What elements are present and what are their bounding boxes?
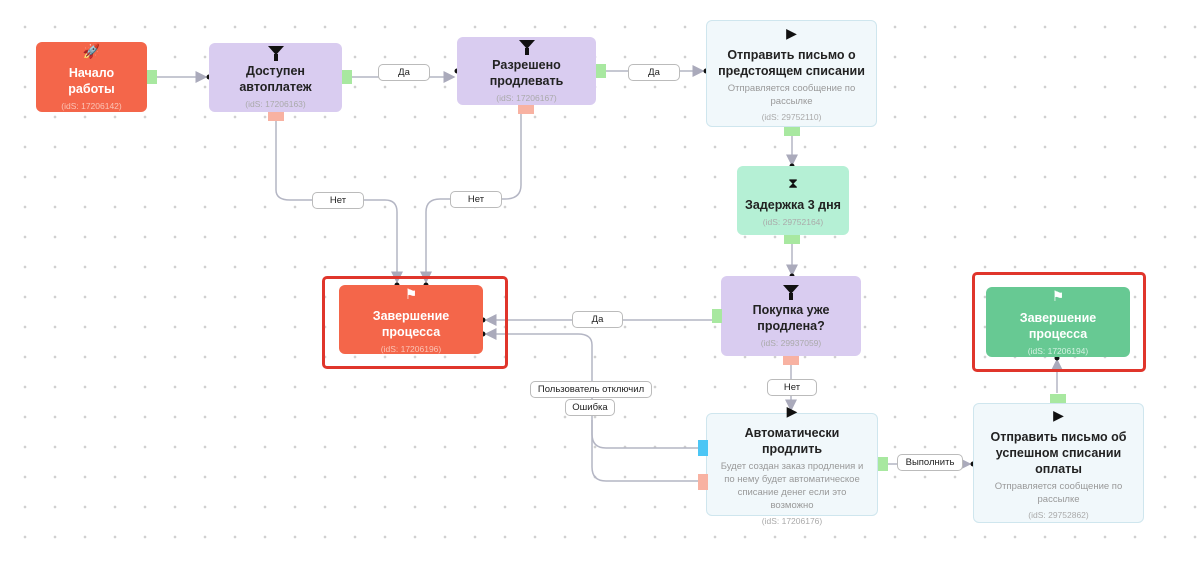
node-title: Доступен автоплатеж bbox=[239, 64, 312, 94]
node-description: Отправляется сообщение по рассылке bbox=[727, 83, 856, 107]
edge-label-yes[interactable]: Да bbox=[628, 64, 680, 81]
output-port[interactable] bbox=[1050, 394, 1066, 403]
node-title: Начало работы bbox=[68, 66, 115, 96]
node-email-upcoming[interactable]: ▶ Отправить письмо о предстоящем списани… bbox=[706, 20, 877, 127]
node-title: Завершение процесса bbox=[1019, 311, 1097, 341]
flag-icon: ⚑ bbox=[1051, 288, 1065, 304]
node-title: Завершение процесса bbox=[372, 308, 450, 339]
disabled-port[interactable] bbox=[698, 440, 708, 456]
edge-label-execute[interactable]: Выполнить bbox=[897, 454, 963, 471]
highlight-frame bbox=[972, 272, 1146, 372]
node-autopay-filter[interactable]: Доступен автоплатеж (idS: 17206163) bbox=[209, 43, 342, 112]
node-finish-success[interactable]: ⚑ Завершение процесса (idS: 17206194) bbox=[986, 287, 1130, 357]
no-port[interactable] bbox=[518, 105, 534, 114]
node-id: (idS: 17206142) bbox=[61, 101, 122, 111]
output-port[interactable] bbox=[784, 127, 800, 136]
node-id: (idS: 17206196) bbox=[380, 343, 442, 354]
node-id: (idS: 17206194) bbox=[1027, 346, 1089, 356]
filter-icon bbox=[267, 46, 284, 61]
node-title: Задержка 3 дня bbox=[745, 197, 841, 212]
node-id: (idS: 17206163) bbox=[245, 99, 306, 109]
hourglass-icon: ⧗ bbox=[788, 174, 798, 191]
node-allowed-filter[interactable]: Разрешено продлевать (idS: 17206167) bbox=[457, 37, 596, 105]
node-title: Отправить письмо о предстоящем списании bbox=[718, 48, 865, 78]
no-port[interactable] bbox=[783, 356, 799, 365]
edge-label-yes[interactable]: Да bbox=[378, 64, 430, 81]
node-auto-renew[interactable]: ▶ Автоматически продлить Будет создан за… bbox=[706, 403, 878, 526]
yes-port[interactable] bbox=[712, 309, 722, 323]
edge-label-no[interactable]: Нет bbox=[312, 192, 364, 209]
node-description: Отправляется сообщение по рассылке bbox=[994, 480, 1123, 505]
node-title: Отправить письмо об успешном списании оп… bbox=[990, 429, 1127, 476]
execute-port[interactable] bbox=[878, 457, 888, 471]
node-email-success[interactable]: ▶ Отправить письмо об успешном списании … bbox=[973, 403, 1144, 523]
edge-label-no[interactable]: Нет bbox=[767, 379, 817, 396]
output-port[interactable] bbox=[147, 70, 157, 84]
node-renewed-filter[interactable]: Покупка уже продлена? (idS: 29937059) bbox=[721, 276, 861, 356]
filter-icon bbox=[783, 284, 799, 300]
node-title: Разрешено продлевать bbox=[489, 57, 564, 88]
play-icon: ▶ bbox=[1053, 406, 1064, 423]
node-start[interactable]: 🚀 Начало работы (idS: 17206142) bbox=[36, 42, 147, 112]
node-id: (idS: 29752164) bbox=[762, 216, 824, 227]
node-id: (idS: 17206176) bbox=[761, 516, 823, 526]
edge-label-user-disabled[interactable]: Пользователь отключил bbox=[530, 381, 652, 398]
flag-icon: ⚑ bbox=[404, 285, 418, 302]
rocket-icon: 🚀 bbox=[82, 43, 101, 59]
node-description: Будет создан заказ продления и по нему б… bbox=[720, 461, 864, 511]
node-delay[interactable]: ⧗ Задержка 3 дня (idS: 29752164) bbox=[737, 166, 849, 235]
node-title: Покупка уже продлена? bbox=[752, 302, 830, 333]
edge-label-error[interactable]: Ошибка bbox=[565, 399, 615, 416]
filter-icon bbox=[518, 39, 535, 55]
node-id: (idS: 29937059) bbox=[760, 337, 822, 348]
play-icon: ▶ bbox=[786, 25, 797, 41]
node-id: (idS: 29752110) bbox=[761, 112, 822, 122]
node-title: Автоматически продлить bbox=[744, 426, 840, 456]
no-port[interactable] bbox=[268, 112, 284, 121]
play-icon: ▶ bbox=[786, 403, 798, 419]
error-port[interactable] bbox=[698, 474, 708, 490]
yes-port[interactable] bbox=[342, 70, 352, 84]
yes-port[interactable] bbox=[596, 64, 606, 78]
edge-label-yes[interactable]: Да bbox=[572, 311, 623, 328]
node-id: (idS: 29752862) bbox=[1028, 509, 1089, 520]
node-id: (idS: 17206167) bbox=[496, 92, 557, 103]
node-finish-fail[interactable]: ⚑ Завершение процесса (idS: 17206196) bbox=[339, 285, 483, 354]
output-port[interactable] bbox=[784, 235, 800, 244]
highlight-frame bbox=[322, 276, 508, 369]
edge-label-no[interactable]: Нет bbox=[450, 191, 502, 208]
